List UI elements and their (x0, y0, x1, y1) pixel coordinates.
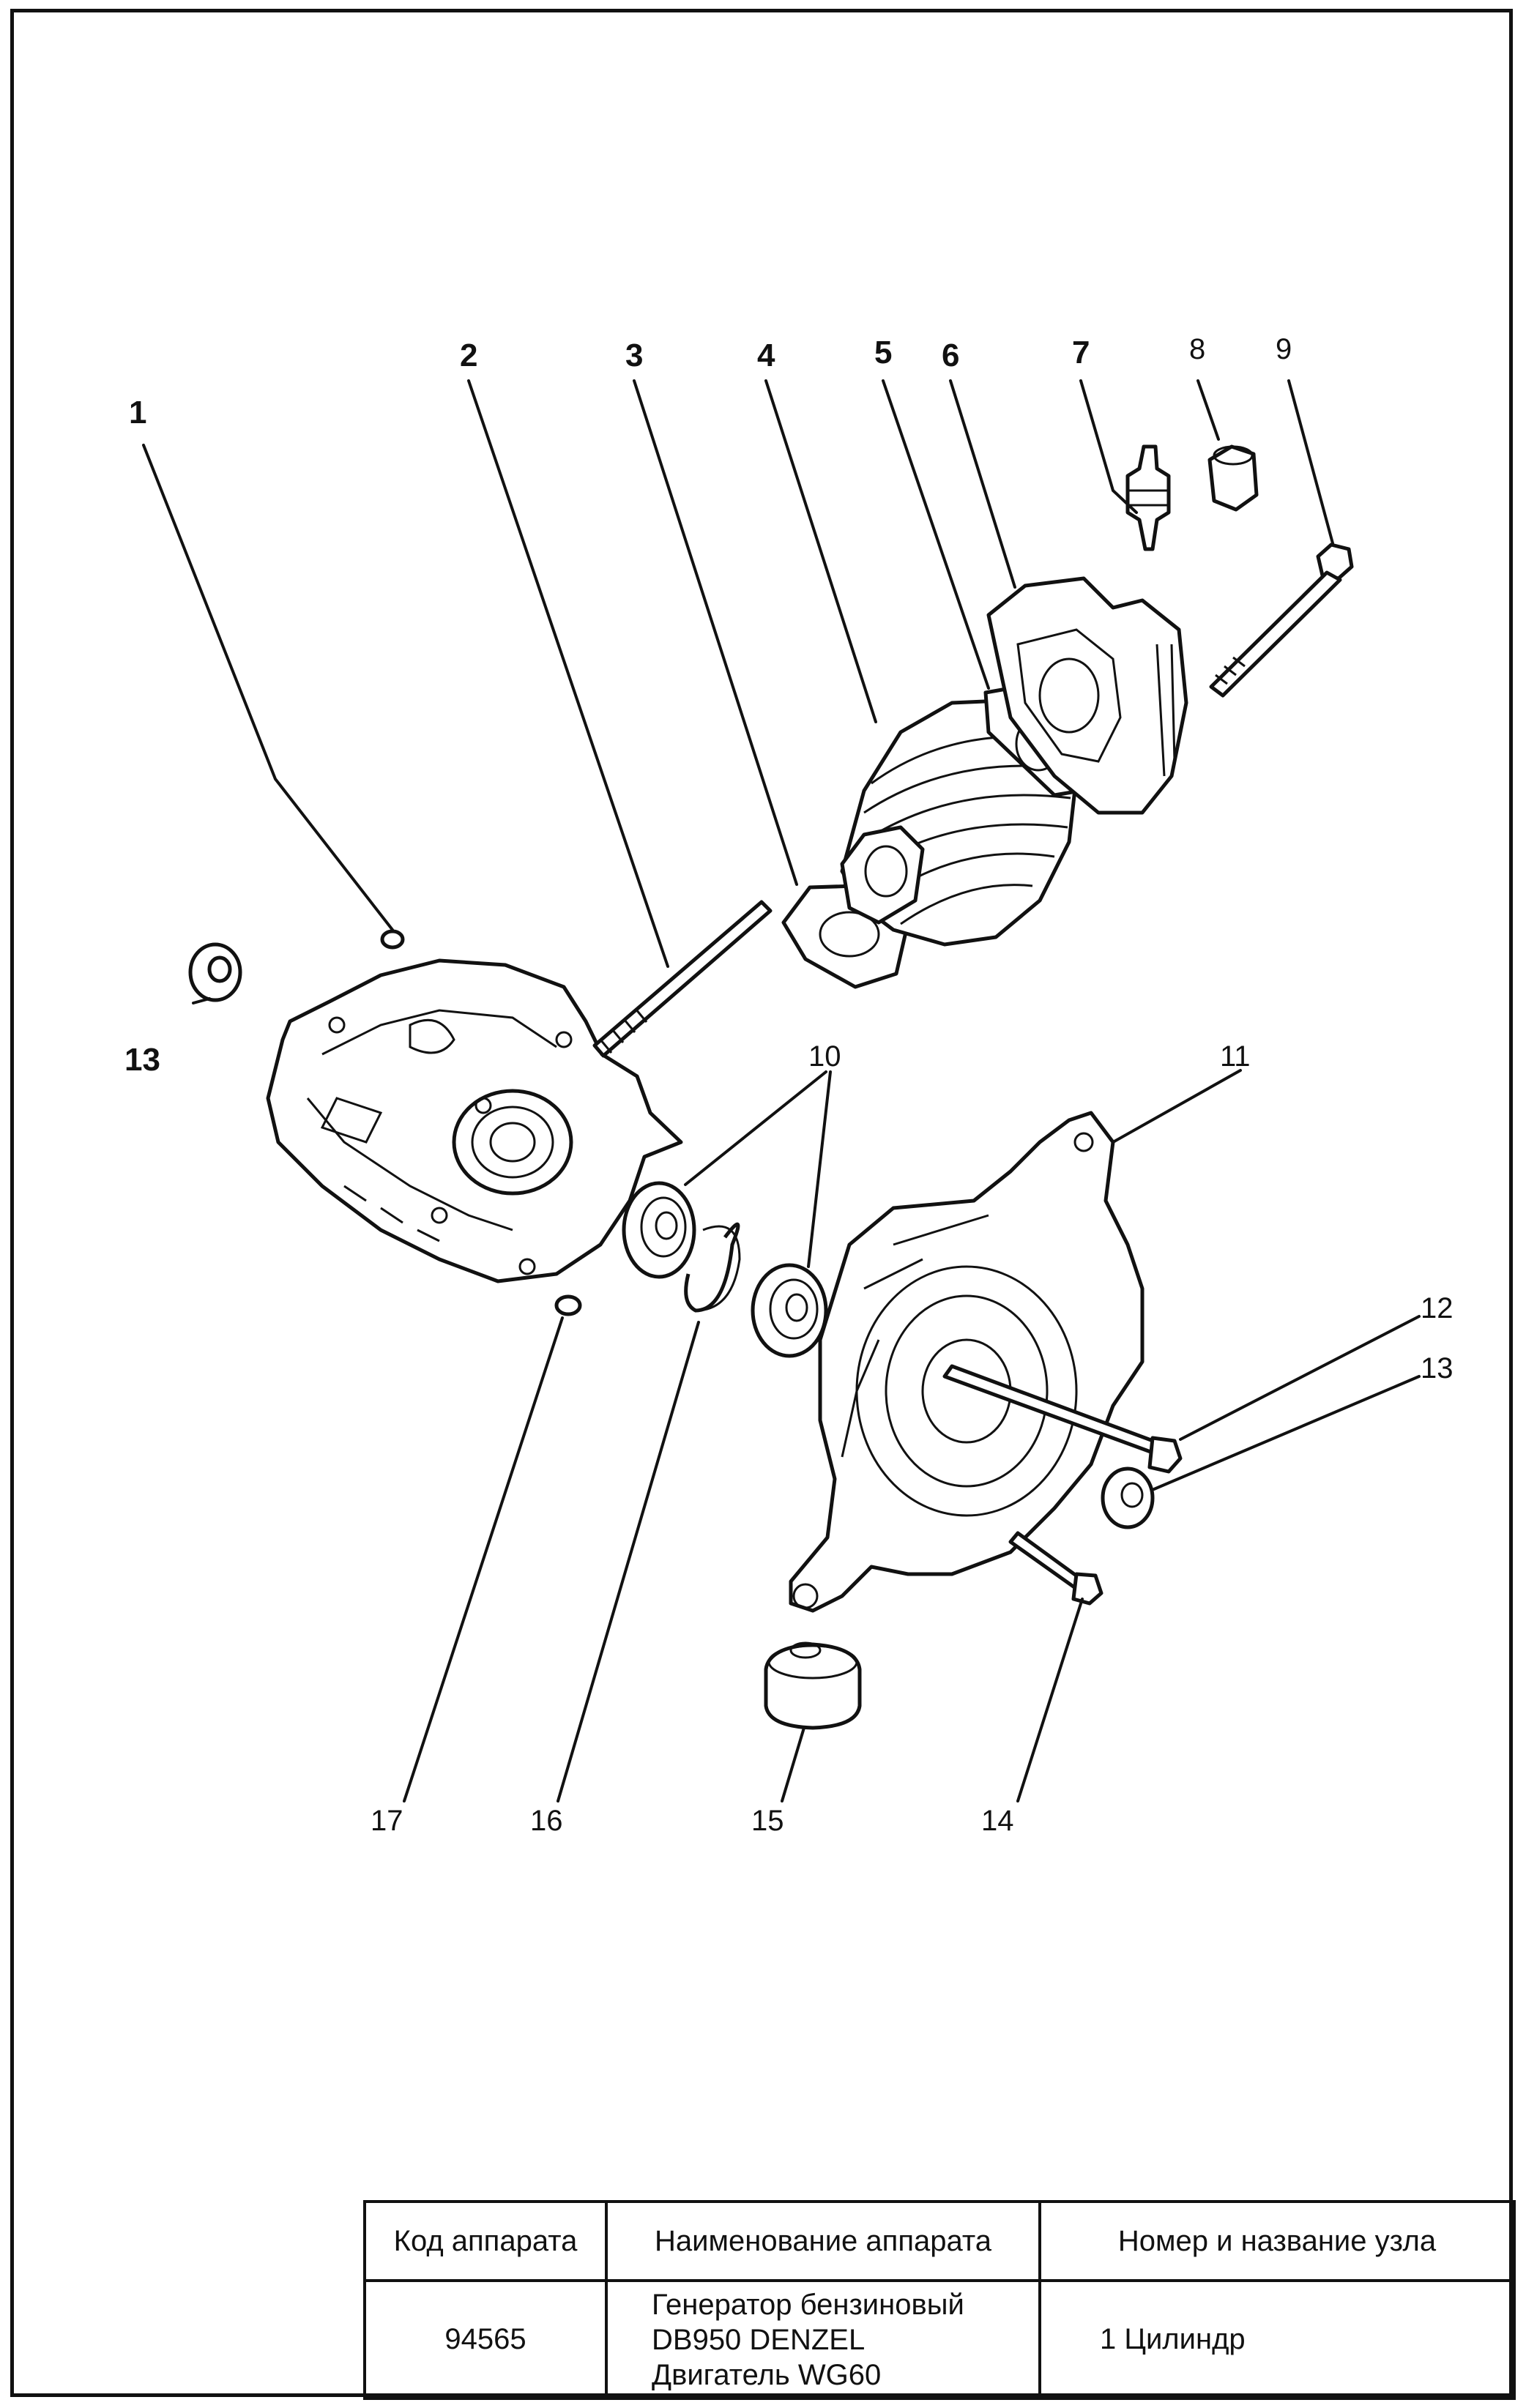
leader-17 (403, 1316, 564, 1803)
header-device-code: Код аппарата (363, 2200, 608, 2282)
leader-12 (1179, 1315, 1421, 1441)
callout-8: 8 (1189, 333, 1205, 365)
callout-5: 5 (874, 335, 892, 370)
leader-8 (1196, 379, 1220, 441)
callout-13-left: 13 (124, 1042, 160, 1078)
unit-value: 1 Цилиндр (1038, 2279, 1516, 2400)
leader-13-right (1153, 1375, 1421, 1491)
callout-12: 12 (1421, 1292, 1454, 1324)
callout-1: 1 (129, 395, 146, 430)
part-9-bolt (1209, 543, 1354, 698)
callout-17: 17 (371, 1805, 403, 1837)
part-6-cylinder-head (986, 576, 1188, 815)
part-8-nut (1207, 444, 1259, 512)
part-16-circlip (684, 1222, 741, 1313)
part-10-bearing-right (751, 1263, 828, 1358)
leader-10b (807, 1070, 832, 1268)
part-14-bolt (1008, 1531, 1103, 1606)
callout-14: 14 (981, 1805, 1014, 1837)
callout-2: 2 (460, 338, 477, 373)
leader-1 (142, 444, 394, 931)
part-1-nut (380, 929, 405, 950)
device-name-line-2: DB950 DENZEL (652, 2323, 866, 2356)
leader-2 (467, 379, 669, 968)
leader-7 (1079, 379, 1138, 514)
leader-15 (781, 1726, 805, 1803)
callout-13-right: 13 (1421, 1352, 1454, 1384)
callout-labels: 1 2 3 4 5 6 7 8 9 10 11 12 13 13 14 15 1… (124, 333, 1454, 1837)
device-name-line-1: Генератор бензиновый (652, 2288, 964, 2321)
callout-11: 11 (1220, 1040, 1251, 1073)
callout-10: 10 (808, 1040, 841, 1073)
leader-9 (1287, 379, 1334, 545)
leader-6 (949, 379, 1016, 589)
device-name-line-3: Двигатель WG60 (652, 2358, 882, 2391)
leader-10a (684, 1070, 827, 1186)
part-13-left-washer (188, 942, 242, 1002)
part-12-bolt (942, 1364, 1183, 1474)
part-7-spark-plug (1125, 444, 1171, 551)
leader-lines (142, 379, 1421, 1803)
part-left-crankcase (266, 958, 683, 1283)
exploded-view-drawing: 1 2 3 4 5 6 7 8 9 10 11 12 13 13 14 15 1… (124, 333, 1454, 1837)
header-device-name: Наименование аппарата (605, 2200, 1041, 2282)
title-block: Код аппарата Наименование аппарата Номер… (363, 2200, 1516, 2400)
leader-16 (557, 1321, 700, 1803)
callout-15: 15 (751, 1805, 784, 1837)
leader-14 (1016, 1598, 1084, 1803)
leader-4 (764, 379, 877, 723)
leader-13-left (192, 997, 211, 1004)
leader-11 (1112, 1069, 1242, 1144)
header-unit: Номер и название узла (1038, 2200, 1516, 2282)
part-17-nut (554, 1294, 582, 1316)
leader-5 (882, 379, 990, 690)
callout-6: 6 (942, 338, 959, 373)
part-11-right-crankcase (789, 1111, 1144, 1613)
callout-7: 7 (1072, 335, 1090, 370)
part-13-right-washer (1101, 1466, 1155, 1529)
leader-3 (633, 379, 798, 886)
part-2-stud (592, 900, 773, 1058)
callout-16: 16 (530, 1805, 563, 1837)
device-name-value: Генератор бензиновый DB950 DENZEL Двигат… (605, 2279, 1041, 2400)
device-code-value: 94565 (363, 2279, 608, 2400)
callout-4: 4 (757, 338, 775, 373)
callout-3: 3 (625, 338, 643, 373)
part-15-rubber-foot (764, 1641, 862, 1730)
callout-9: 9 (1276, 333, 1292, 365)
part-10-bearing-left (622, 1181, 696, 1279)
